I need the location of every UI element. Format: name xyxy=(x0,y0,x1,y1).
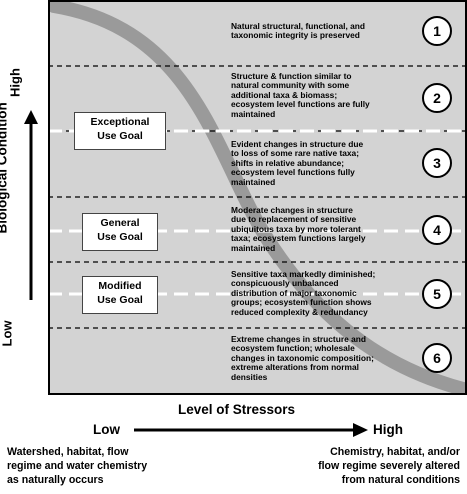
tier-text-line: ecosystem level functions are fully xyxy=(231,99,370,110)
tier-4-description: Moderate changes in structure due to rep… xyxy=(231,205,431,253)
goal-label-line: Exceptional xyxy=(90,116,150,128)
tier-text-line: due to replacement of sensitive xyxy=(231,214,357,225)
tier-6-badge: 6 xyxy=(422,343,452,373)
goal-label-line: Modified xyxy=(98,280,142,292)
x-axis-arrowhead-icon xyxy=(353,423,368,437)
tier-text-line: Sensitive taxa markedly diminished; xyxy=(231,269,376,279)
tier-text-line: conspicuously unbalanced xyxy=(231,278,339,289)
x-axis-high-label: High xyxy=(373,422,403,437)
tier-1-badge: 1 xyxy=(422,16,452,46)
y-axis-low-label: Low xyxy=(0,320,15,347)
tier-text-line: Structure & function similar to xyxy=(231,71,352,81)
tier-text-line: maintained xyxy=(231,176,276,187)
tier-text-line: Evident changes in structure due xyxy=(231,139,364,149)
tier-1-description: Natural structural, functional, and taxo… xyxy=(231,21,431,41)
tier-text-line: to loss of some rare native taxa; xyxy=(231,148,359,159)
note-line: Watershed, habitat, flow xyxy=(7,446,129,458)
high-stressor-note: Chemistry, habitat, and/or flow regime s… xyxy=(318,445,460,487)
panel-frame xyxy=(48,0,467,395)
goal-label-line: Use Goal xyxy=(97,130,143,142)
tier-text-line: maintained xyxy=(231,108,276,119)
x-axis-low-label: Low xyxy=(93,422,120,437)
low-stressor-note: Watershed, habitat, flow regime and wate… xyxy=(7,445,147,487)
exceptional-use-goal-box: Exceptional Use Goal xyxy=(74,112,166,150)
tier-3-badge: 3 xyxy=(422,148,452,178)
tier-4-badge: 4 xyxy=(422,215,452,245)
tier-text-line: Moderate changes in structure xyxy=(231,205,353,215)
note-line: from natural conditions xyxy=(341,474,460,486)
note-line: regime and water chemistry xyxy=(7,460,148,472)
y-axis-arrow-graphics xyxy=(24,110,38,300)
tier-text-line: natural community with some xyxy=(231,80,350,91)
tier-text-line: Extreme changes in structure and xyxy=(231,334,366,344)
tier-text-line: extreme alterations from normal xyxy=(231,362,359,373)
y-axis: High Biological Condition Low xyxy=(0,0,46,395)
tier-text-line: ecosystem function; wholesale xyxy=(231,343,355,354)
note-line: flow regime severely altered xyxy=(318,460,460,472)
tier-text-line: taxonomic integrity is preserved xyxy=(231,30,360,41)
tier-text-line: additional taxa & biomass; xyxy=(231,89,338,100)
stressor-response-panel: Natural structural, functional, and taxo… xyxy=(48,0,467,395)
tier-2-description: Structure & function similar to natural … xyxy=(231,71,431,119)
tier-text-line: ubiquitous taxa by more tolerant xyxy=(231,223,361,234)
note-line: Chemistry, habitat, and/or xyxy=(330,446,460,458)
tier-5-description: Sensitive taxa markedly diminished; cons… xyxy=(231,269,431,317)
tier-6-description: Extreme changes in structure and ecosyst… xyxy=(231,334,431,382)
tier-2-badge: 2 xyxy=(422,83,452,113)
y-axis-high-label: High xyxy=(7,68,23,97)
tier-5-badge: 5 xyxy=(422,279,452,309)
tier-text-line: Natural structural, functional, and xyxy=(231,21,366,31)
modified-use-goal-box: Modified Use Goal xyxy=(82,276,158,314)
y-axis-arrowhead-icon xyxy=(24,110,38,124)
general-use-goal-box: General Use Goal xyxy=(82,213,158,251)
tier-text-line: reduced complexity & redundancy xyxy=(231,306,368,317)
tier-text-line: changes in taxonomic composition; xyxy=(231,352,374,363)
stressor-response-curve xyxy=(48,0,467,395)
goal-label-line: Use Goal xyxy=(97,294,143,306)
tier-text-line: maintained xyxy=(231,242,276,253)
tier-text-line: shifts in relative abundance; xyxy=(231,157,345,168)
tier-text-line: densities xyxy=(231,371,268,382)
goal-label-line: General xyxy=(100,217,140,229)
x-axis-arrow-graphics xyxy=(134,423,368,437)
tier-text-line: distribution of major taxonomic xyxy=(231,287,357,298)
tier-text-line: groups; ecosystem function shows xyxy=(231,297,372,308)
panel-graphics xyxy=(48,0,467,395)
y-axis-title: Biological Condition xyxy=(0,102,10,234)
x-axis-title: Level of Stressors xyxy=(178,402,296,417)
goal-label-line: Use Goal xyxy=(97,231,143,243)
tier-3-description: Evident changes in structure due to loss… xyxy=(231,139,431,187)
note-line: as naturally occurs xyxy=(7,474,104,486)
tier-text-line: ecosystem level functions fully xyxy=(231,167,355,178)
tier-text-line: taxa; ecosystem functions largely xyxy=(231,233,366,244)
